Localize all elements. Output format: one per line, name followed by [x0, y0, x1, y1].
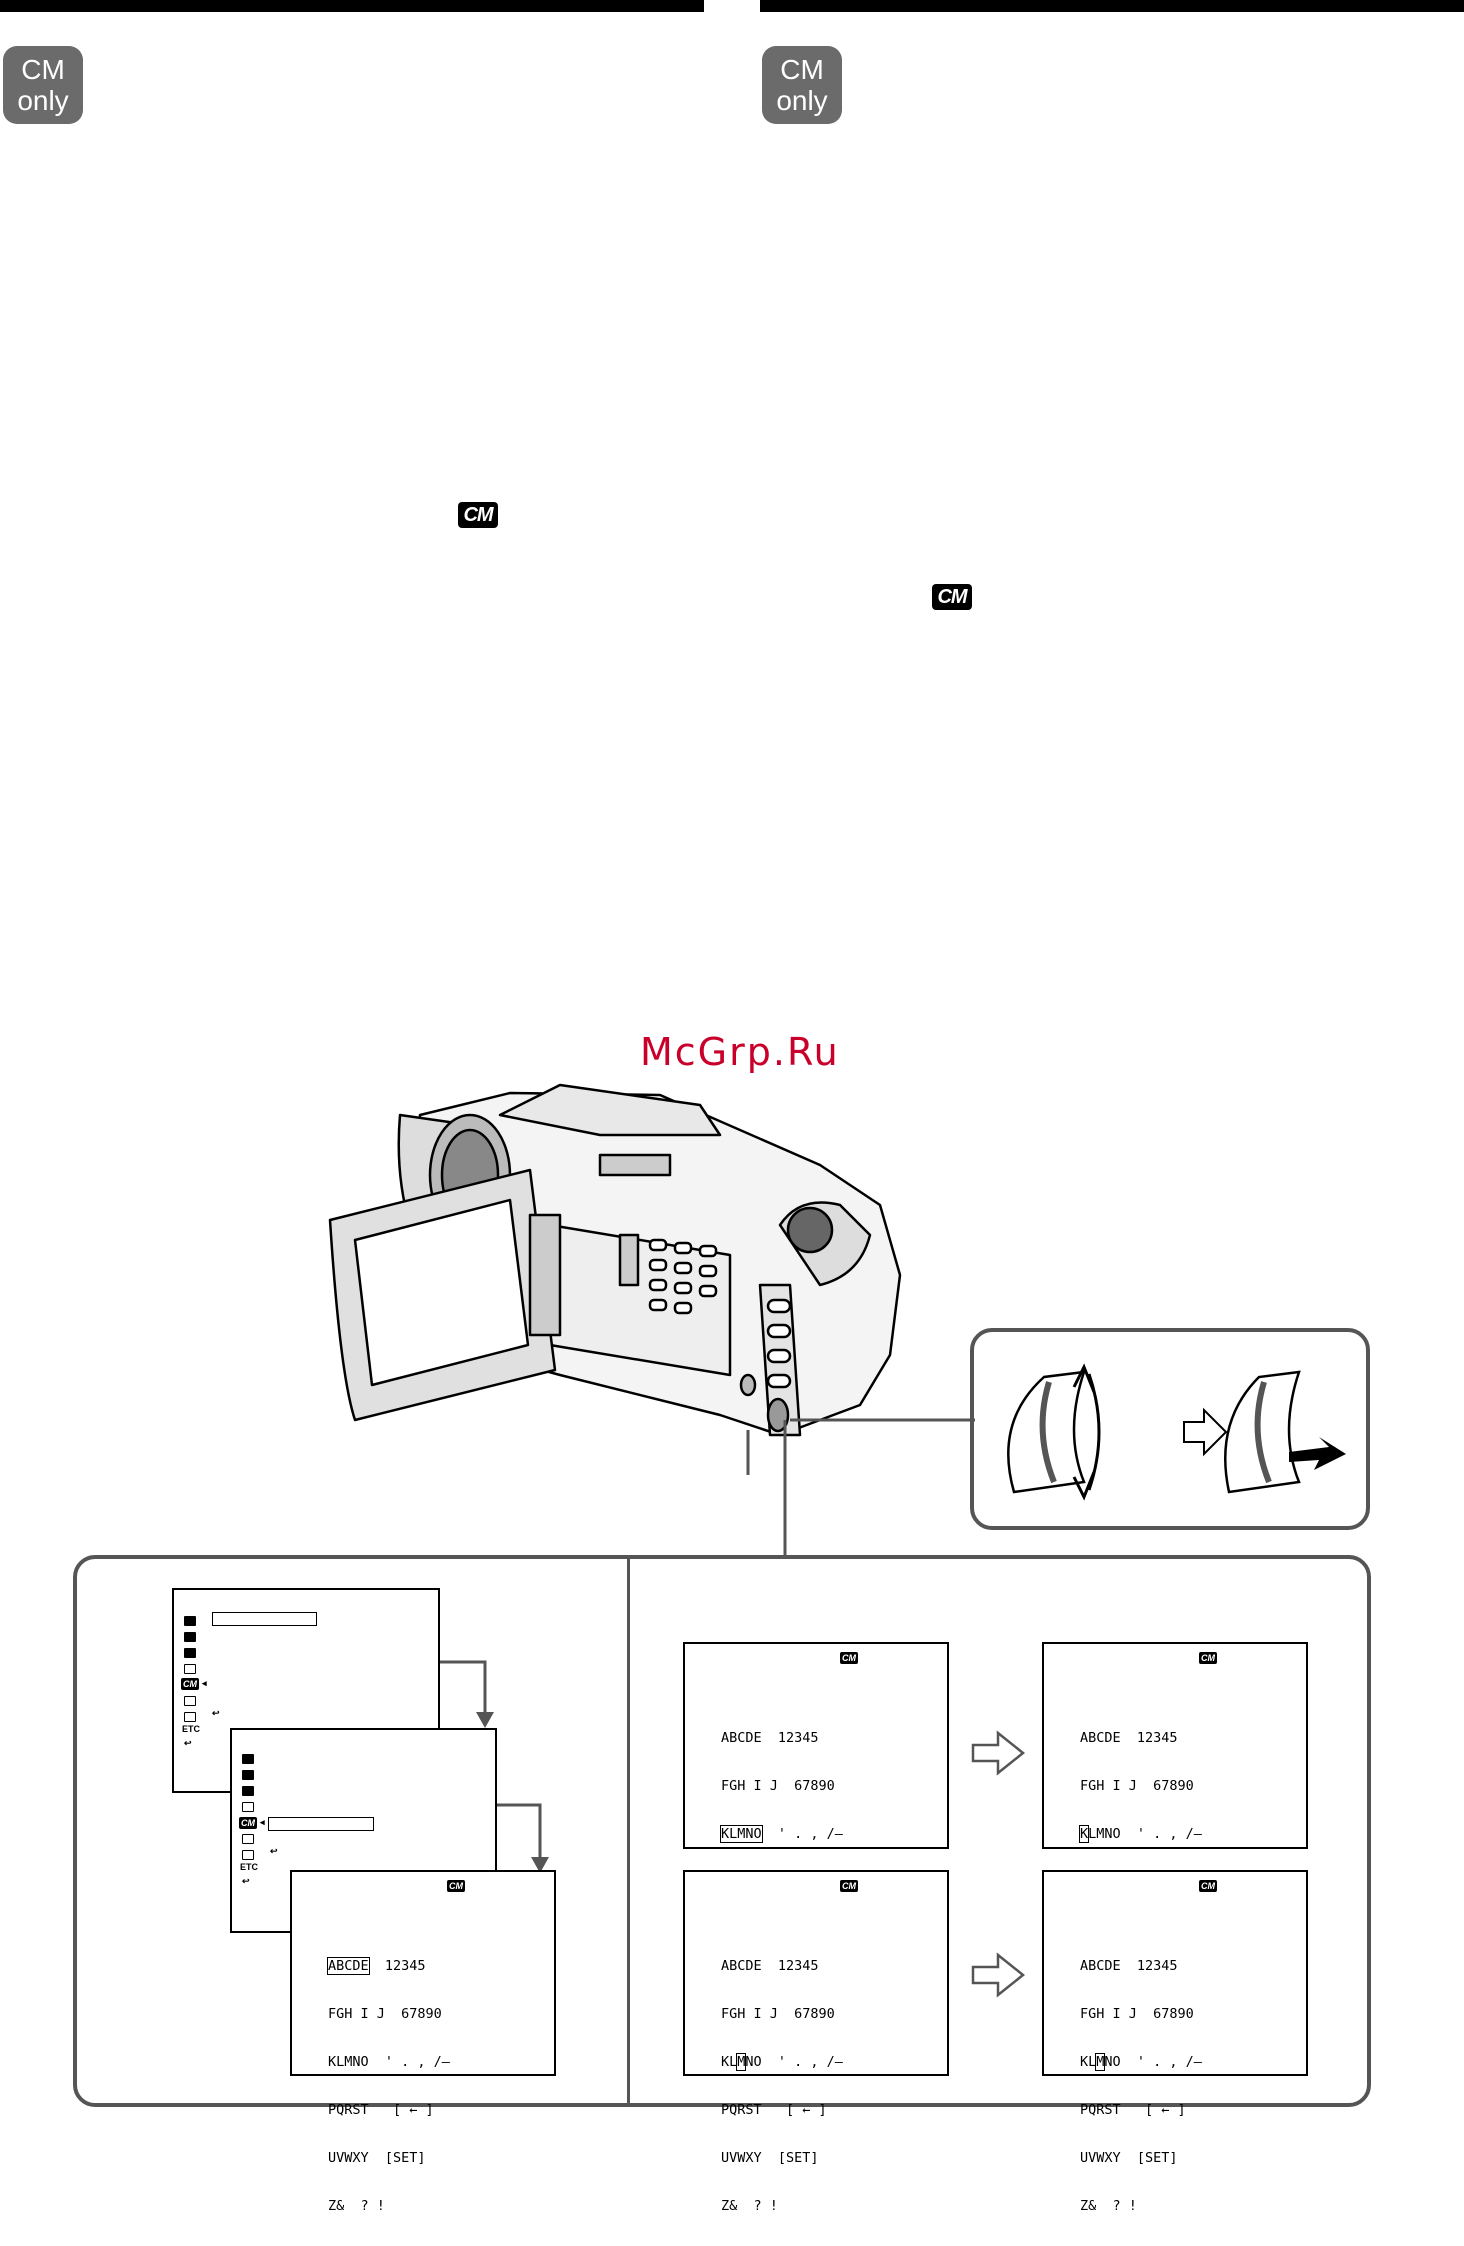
char-screen-step2: CM ABCDE 12345 FGH I J 67890 KLMNO ' . ,…: [683, 1642, 949, 1986]
setup-menu-icon: [242, 1850, 254, 1860]
badge-line1: CM: [21, 54, 65, 85]
grid-row: FGH I J 67890: [721, 1778, 835, 1794]
cassette-memory-icon: CM: [932, 584, 972, 610]
camera-menu-icon: [184, 1616, 196, 1626]
vtr-menu-icon: [242, 1770, 254, 1780]
control-dial-illustration: [1007, 1363, 1346, 1501]
cm-indicator-icon: CM: [1199, 1652, 1217, 1664]
selection-arrow-icon: ◂: [260, 1817, 265, 1827]
selected-char: M: [1095, 2053, 1106, 2071]
cm-indicator-icon: CM: [840, 1652, 858, 1664]
vtr-menu-icon: [184, 1632, 196, 1642]
char-screen-step5: CM ABCDE 12345 FGH I J 67890 KLMNO ' . ,…: [1042, 1870, 1308, 2214]
grid-row: UVWXY [SET]: [721, 2150, 819, 2166]
char-grid: ABCDE 12345 FGH I J 67890 KLMNO ' . , /–…: [1080, 1958, 1202, 2214]
lcd-menu-icon: [242, 1786, 254, 1796]
cm-only-badge-right: CM only: [762, 46, 842, 124]
grid-row: FGH I J 67890: [1080, 2006, 1194, 2022]
char-screen-step1: CM ABCDE 12345 FGH I J 67890 KLMNO ' . ,…: [290, 1870, 556, 2214]
selected-char: K: [1078, 1825, 1090, 1843]
grid-row: ABCDE 12345: [721, 1730, 819, 1746]
grid-row: PQRST [ ← ]: [328, 2102, 434, 2118]
badge-line2: only: [776, 85, 828, 116]
grid-row: Z& ? !: [721, 2198, 778, 2214]
memory-menu-icon: [184, 1664, 196, 1674]
grid-row: KLMNO ' . , /–: [328, 2054, 450, 2070]
cassette-memory-icon: CM: [458, 502, 498, 528]
menu-highlight-bar: [268, 1817, 374, 1831]
cm-menu-icon: CM: [239, 1817, 257, 1829]
procedure-panel: [73, 1555, 1371, 2107]
etc-label: ETC: [240, 1862, 258, 1872]
next-step-arrow-icon: [971, 1952, 1026, 1998]
menu-highlight-bar: [212, 1612, 317, 1626]
watermark: McGrp.Ru: [640, 1030, 840, 1074]
tape-menu-icon: [242, 1834, 254, 1844]
selected-char: M: [736, 2053, 747, 2071]
grid-row: FGH I J 67890: [328, 2006, 442, 2022]
selection-arrow-icon: ◂: [202, 1678, 207, 1688]
char-grid: ABCDE 12345 FGH I J 67890 KLMNO ' . , /–…: [721, 1958, 843, 2214]
tape-menu-icon: [184, 1696, 196, 1706]
grid-row: PQRST [ ← ]: [721, 2102, 827, 2118]
grid-row: ABCDE 12345: [1080, 1958, 1178, 1974]
lcd-menu-icon: [184, 1648, 196, 1658]
grid-row: Z& ? !: [1080, 2198, 1137, 2214]
grid-row: FGH I J 67890: [1080, 1778, 1194, 1794]
return-icon: ↩: [242, 1876, 250, 1886]
callout-lines: [440, 1418, 975, 1873]
cm-indicator-icon: CM: [1199, 1880, 1217, 1892]
char-grid: ABCDE 12345 FGH I J 67890 KLMNO ' . , /–…: [327, 1957, 450, 2214]
control-dial-callout: [970, 1328, 1370, 1530]
return-icon: ↩: [184, 1738, 192, 1748]
cm-only-badge-left: CM only: [3, 46, 83, 124]
char-screen-step4: CM ABCDE 12345 FGH I J 67890 KLMNO ' . ,…: [683, 1870, 949, 2214]
selected-group: KLMNO: [720, 1825, 763, 1843]
grid-row: ABCDE 12345: [721, 1958, 819, 1974]
camera-menu-icon: [242, 1754, 254, 1764]
etc-label: ETC: [182, 1724, 200, 1734]
grid-row: Z& ? !: [328, 2198, 385, 2214]
return-icon: ↩: [212, 1708, 220, 1718]
cm-menu-icon: CM: [181, 1678, 199, 1690]
grid-row: PQRST [ ← ]: [1080, 2102, 1186, 2118]
top-rule-left: [0, 0, 704, 12]
badge-line1: CM: [780, 54, 824, 85]
camcorder-illustration: [328, 1083, 902, 1437]
next-step-arrow-icon: [971, 1730, 1026, 1776]
panel-divider: [627, 1557, 630, 2105]
char-screen-step3: CM ABCDE 12345 FGH I J 67890 KLMNO ' . ,…: [1042, 1642, 1308, 1986]
grid-row: UVWXY [SET]: [1080, 2150, 1178, 2166]
grid-row: UVWXY [SET]: [328, 2150, 426, 2166]
cm-indicator-icon: CM: [447, 1880, 465, 1892]
memory-menu-icon: [242, 1802, 254, 1812]
setup-menu-icon: [184, 1712, 196, 1722]
cm-indicator-icon: CM: [840, 1880, 858, 1892]
grid-row: FGH I J 67890: [721, 2006, 835, 2022]
badge-line2: only: [17, 85, 69, 116]
return-icon: ↩: [270, 1846, 278, 1856]
selected-group: ABCDE: [327, 1957, 370, 1975]
grid-row: ABCDE 12345: [1080, 1730, 1178, 1746]
top-rule-right: [760, 0, 1464, 12]
